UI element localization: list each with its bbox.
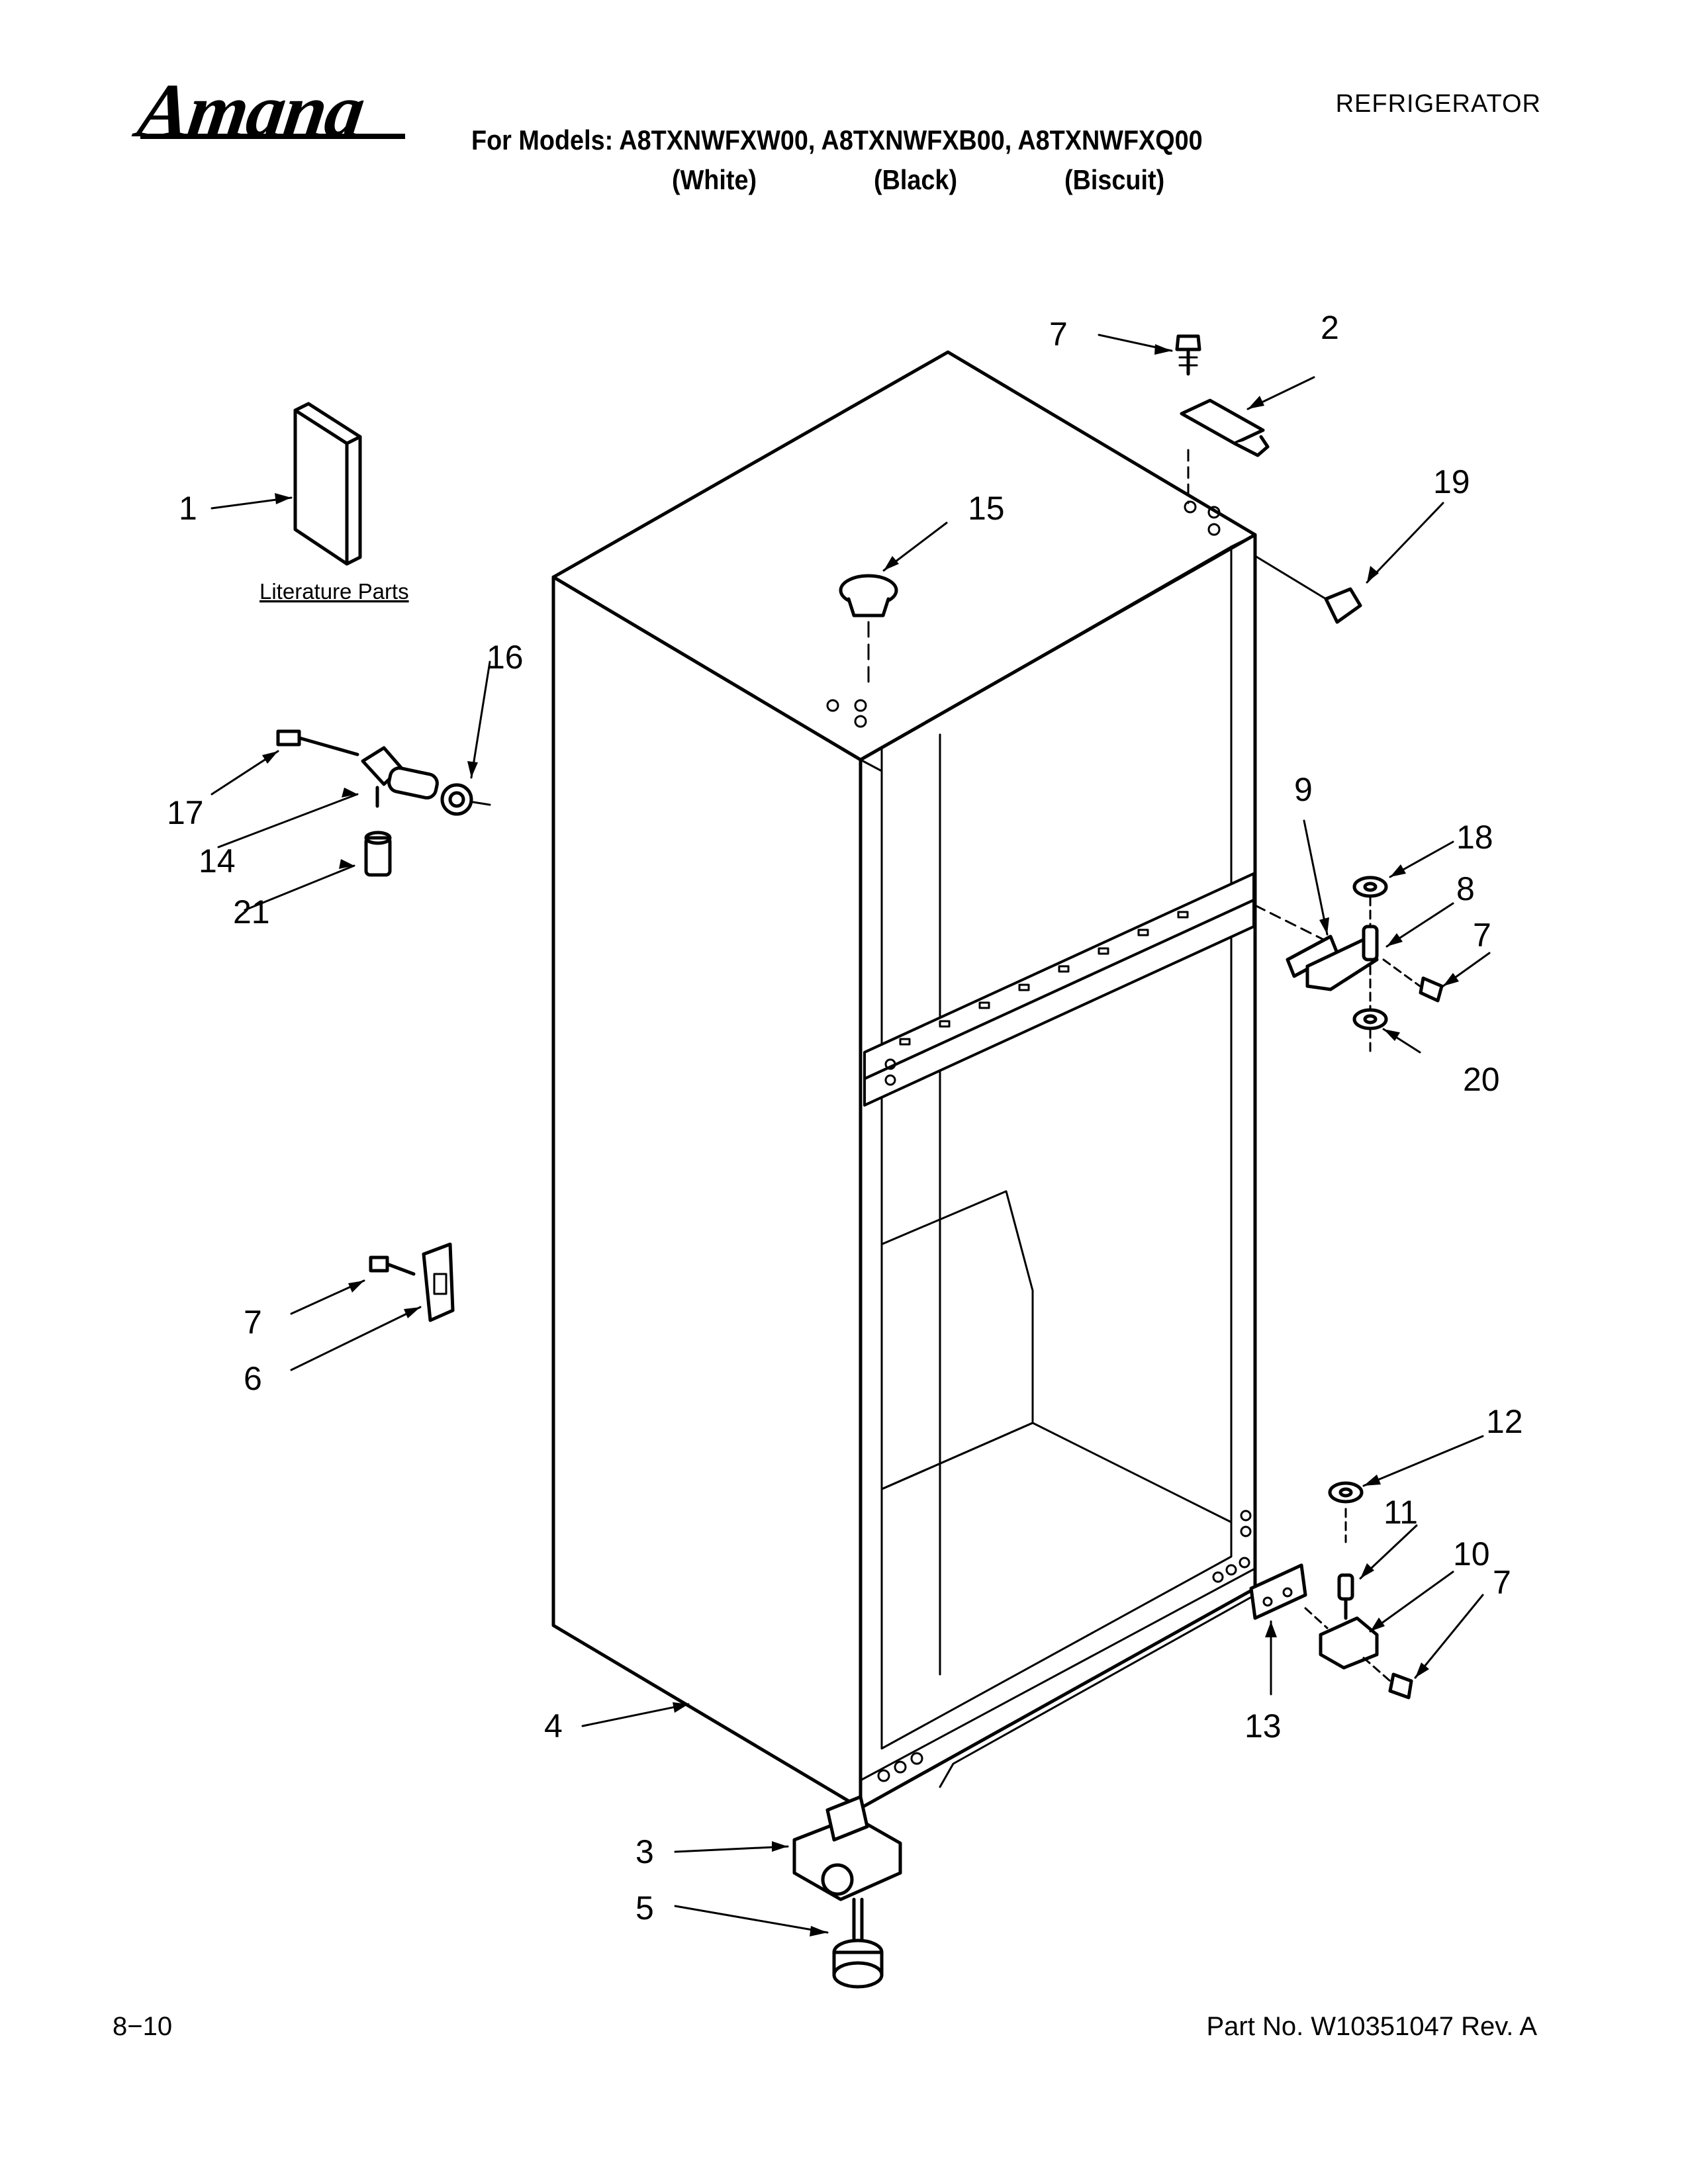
literature-parts-label: Literature Parts (259, 579, 409, 604)
callout-18: 18 (1456, 819, 1493, 856)
callout-6: 6 (244, 1360, 262, 1397)
callout-13: 13 (1244, 1707, 1282, 1745)
callout-21: 21 (233, 893, 270, 931)
page-number: 8−10 (113, 2012, 173, 2041)
callout-8: 8 (1456, 870, 1475, 907)
callout-4: 4 (544, 1707, 563, 1745)
callout-7-center: 7 (1473, 917, 1491, 954)
callout-2: 2 (1321, 309, 1339, 346)
refrigerator-cabinet (551, 350, 1257, 1810)
part-number: Part No. W10351047 Rev. A (1206, 2012, 1537, 2041)
callout-7-left: 7 (244, 1304, 262, 1341)
variant-black: (Black) (874, 164, 958, 195)
callout-10: 10 (1453, 1535, 1490, 1572)
center-hinge-assembly (1254, 876, 1444, 1057)
hinge-cover (1254, 555, 1362, 624)
callout-15: 15 (968, 490, 1005, 527)
top-hinge (1175, 334, 1270, 504)
callout-5: 5 (635, 1889, 654, 1927)
callout-7-bottom: 7 (1493, 1564, 1511, 1601)
callout-9: 9 (1294, 771, 1313, 808)
door-stop-assembly (276, 729, 491, 877)
hole-plug (839, 574, 898, 690)
leader-arrowheads (262, 344, 1459, 1936)
models-line: For Models: A8TXNWFXW00, A8TXNWFXB00, A8… (471, 124, 1203, 156)
literature-booklet (293, 402, 362, 566)
callout-19: 19 (1433, 463, 1470, 500)
callout-numbers: 1 2 3 4 5 6 7 7 7 7 7 8 9 10 11 12 13 14… (167, 309, 1523, 1927)
callout-11: 11 (1383, 1494, 1418, 1531)
callout-1: 1 (179, 490, 197, 527)
variant-biscuit: (Biscuit) (1064, 164, 1165, 195)
callout-14: 14 (199, 842, 236, 880)
brand-logo-underline (140, 134, 405, 139)
bottom-hinge-assembly (1249, 1481, 1413, 1700)
callout-3: 3 (635, 1833, 654, 1870)
door-stop-bracket (369, 1242, 455, 1322)
roller-leveler (792, 1795, 902, 1989)
callout-17: 17 (167, 794, 204, 831)
callout-16: 16 (487, 639, 524, 676)
callout-12: 12 (1486, 1403, 1523, 1440)
product-category: REFRIGERATOR (1335, 90, 1541, 118)
callout-7-top: 7 (1049, 316, 1068, 353)
variant-white: (White) (672, 164, 757, 195)
callout-20: 20 (1463, 1061, 1500, 1098)
